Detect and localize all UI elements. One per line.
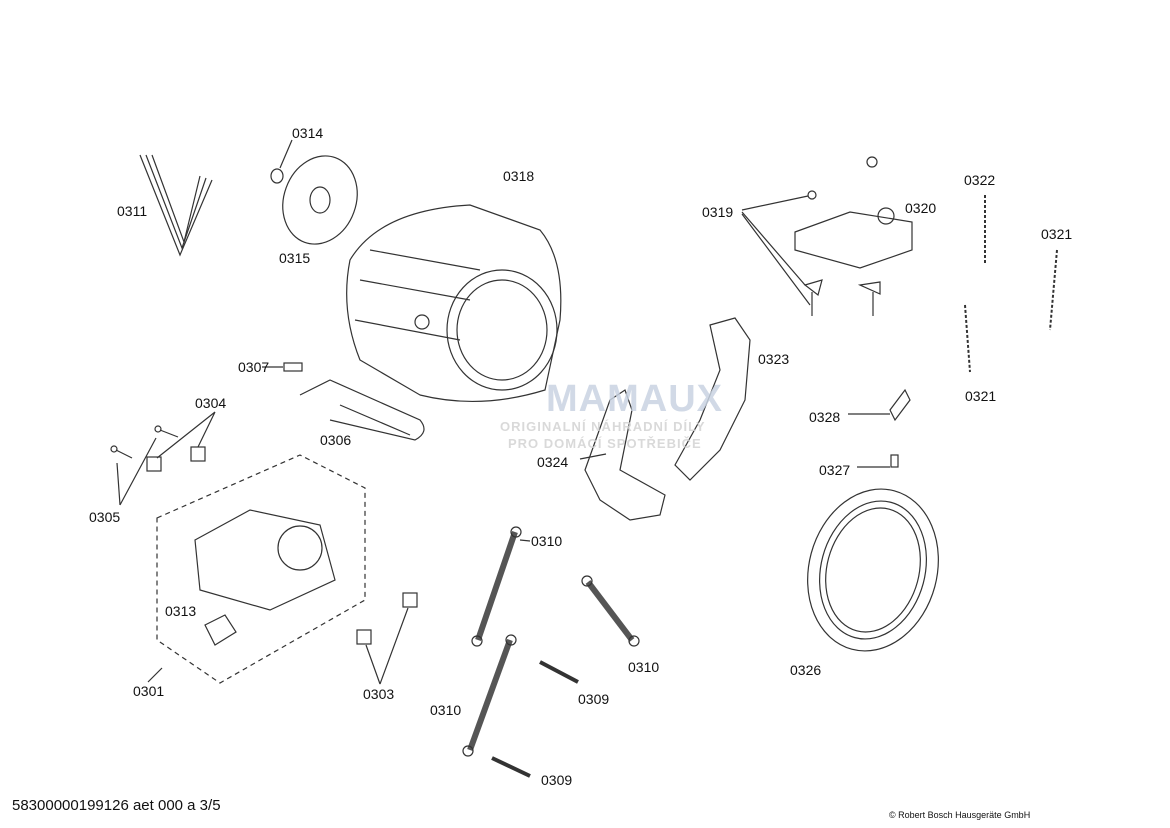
bolts-part <box>491 660 579 778</box>
heating-element-part <box>262 362 425 441</box>
watermark-brand: MAMAUX <box>546 378 723 420</box>
part-label: 0324 <box>537 454 569 470</box>
part-label: 0309 <box>541 772 573 788</box>
part-label: 0306 <box>320 432 352 448</box>
part-label: 0310 <box>628 659 660 675</box>
springs-part <box>964 195 1058 373</box>
part-label: 0303 <box>363 686 395 702</box>
pulley-part <box>270 139 358 245</box>
tub-part <box>346 204 562 403</box>
drive-belt-part <box>139 154 213 257</box>
watermark-line: ORIGINALNÍ NÁHRADNÍ DÍLY <box>500 419 706 434</box>
part-label: 0326 <box>790 662 822 678</box>
bushings-part <box>356 592 418 685</box>
part-label: 0323 <box>758 351 790 367</box>
part-label: 0313 <box>165 603 197 619</box>
part-label: 0307 <box>238 359 270 375</box>
shock-absorbers-part <box>462 526 640 757</box>
part-label: 0327 <box>819 462 851 478</box>
part-label: 0315 <box>279 250 311 266</box>
part-label: 0318 <box>503 168 535 184</box>
part-label: 0304 <box>195 395 227 411</box>
part-label: 0310 <box>531 533 563 549</box>
part-label: 0328 <box>809 409 841 425</box>
copyright: © Robert Bosch Hausgeräte GmbH <box>889 810 1031 820</box>
door-seal-part <box>807 488 939 652</box>
part-label: 0301 <box>133 683 165 699</box>
watermark-line: PRO DOMÁCÍ SPOTŘEBIČE <box>508 436 702 451</box>
part-label: 0321 <box>965 388 997 404</box>
part-label: 0319 <box>702 204 734 220</box>
part-label: 0311 <box>117 203 148 219</box>
sensor-parts <box>848 388 911 468</box>
part-label: 0310 <box>430 702 462 718</box>
part-label: 0321 <box>1041 226 1073 242</box>
motor-part <box>147 454 366 684</box>
screws-part <box>110 411 216 506</box>
document-id: 58300000199126 aet 000 a 3/5 <box>12 797 221 814</box>
bracket-part <box>579 317 751 521</box>
counterweight-part <box>741 156 913 316</box>
part-label: 0322 <box>964 172 996 188</box>
part-label: 0314 <box>292 125 324 141</box>
part-label: 0305 <box>89 509 121 525</box>
part-label: 0309 <box>578 691 610 707</box>
part-label: 0320 <box>905 200 937 216</box>
